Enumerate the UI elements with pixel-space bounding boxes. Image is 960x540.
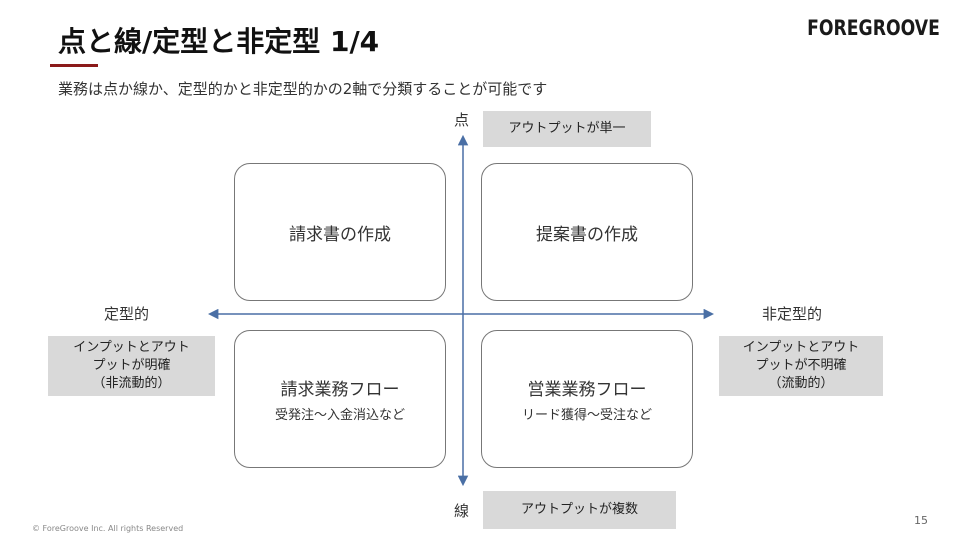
quadrant-top-right-title: 提案書の作成: [536, 224, 638, 245]
tag-left-line-2: プットが明確: [92, 358, 171, 373]
page-number: 15: [914, 514, 928, 527]
axis-label-right: 非定型的: [762, 305, 823, 323]
axis-label-left: 定型的: [104, 305, 150, 323]
tag-bottom: アウトプットが複数: [483, 491, 676, 529]
tag-right: インプットとアウト プットが不明確 （流動的）: [719, 336, 883, 396]
quadrant-top-right: 提案書の作成: [481, 163, 693, 301]
quadrant-top-left-title: 請求書の作成: [289, 224, 391, 245]
quadrant-bottom-right-subtitle: リード獲得〜受注など: [521, 408, 652, 423]
quadrant-bottom-left-subtitle: 受発注〜入金消込など: [274, 408, 405, 423]
tag-right-line-3: （流動的）: [768, 376, 834, 391]
tag-left-line-3: （非流動的）: [92, 376, 171, 391]
axis-label-top: 点: [454, 111, 470, 129]
quadrant-bottom-right: 営業業務フロー リード獲得〜受注など: [481, 330, 693, 468]
quadrant-bottom-right-title: 営業業務フロー: [527, 380, 647, 400]
axis-label-bottom: 線: [454, 502, 470, 520]
slide-title: 点と線/定型と非定型 1/4: [58, 25, 380, 58]
tag-left-line-1: インプットとアウト: [73, 340, 190, 355]
tag-right-line-1: インプットとアウト: [742, 340, 860, 355]
slide-subtitle: 業務は点か線か、定型的かと非定型的かの2軸で分類することが可能です: [58, 80, 548, 98]
copyright-footer: © ForeGroove Inc. All rights Reserved: [32, 524, 184, 533]
tag-right-line-2: プットが不明確: [755, 358, 847, 373]
quadrant-bottom-left: 請求業務フロー 受発注〜入金消込など: [234, 330, 446, 468]
foregroove-logo: FOREGROOVE: [807, 16, 940, 40]
quadrant-bottom-left-title: 請求業務フロー: [280, 380, 400, 400]
tag-top: アウトプットが単一: [483, 111, 651, 147]
tag-left: インプットとアウト プットが明確 （非流動的）: [48, 336, 215, 396]
quadrant-top-left: 請求書の作成: [234, 163, 446, 301]
title-accent-bar: [50, 64, 98, 67]
